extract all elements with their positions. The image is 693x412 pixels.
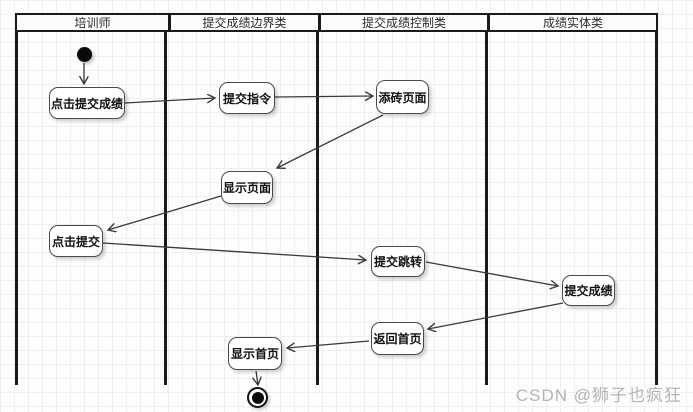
csdn-watermark: CSDN @狮子也疯狂 — [515, 386, 682, 405]
node-display-home: 显示首页 — [228, 337, 282, 370]
node-submit-jump: 提交跳转 — [371, 246, 425, 277]
edge-submit-jump-to-submit-grades — [425, 261, 558, 286]
node-return-home: 返回首页 — [371, 322, 424, 355]
final-node — [247, 387, 268, 408]
edge-load-page-to-display-page — [277, 114, 384, 168]
lane-separator-3 — [485, 32, 488, 385]
lane-header-control-class: 提交成绩控制类 — [318, 15, 487, 30]
edge-display-home-to-end — [256, 370, 258, 385]
edge-return-home-to-display-home — [287, 340, 370, 348]
lane-header-entity-class: 成绩实体类 — [487, 15, 656, 30]
node-load-page: 添砖页面 — [376, 80, 429, 114]
lane-separator-1 — [164, 32, 167, 385]
node-submit-command: 提交指令 — [219, 82, 275, 114]
node-click-submit: 点击提交 — [49, 225, 103, 257]
lane-border-right — [655, 32, 658, 385]
lane-header-boundary-class: 提交成绩边界类 — [168, 15, 318, 30]
lane-separator-2 — [316, 32, 319, 385]
swimlane-header: 培训师 提交成绩边界类 提交成绩控制类 成绩实体类 — [15, 13, 658, 32]
edge-submit-grades-to-return-home — [428, 302, 564, 329]
node-click-submit-grades: 点击提交成绩 — [49, 87, 125, 119]
edge-click-submit-to-submit-jump — [102, 242, 366, 260]
node-display-page: 显示页面 — [221, 171, 273, 204]
lane-header-trainer: 培训师 — [74, 16, 111, 30]
start-node — [77, 47, 92, 62]
node-submit-grades: 提交成绩 — [562, 275, 615, 306]
edge-submit-command-to-load-page — [274, 96, 373, 97]
final-node-dot — [251, 391, 264, 404]
lane-border-left — [15, 32, 18, 385]
edge-click-submit-grades-to-submit-command — [124, 98, 215, 104]
